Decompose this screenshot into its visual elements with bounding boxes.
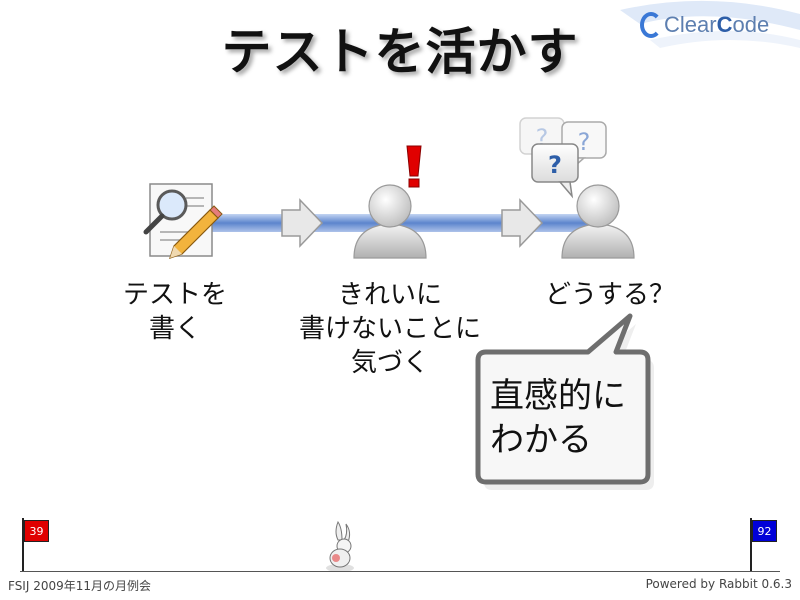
question-mark-3: ? [548,151,562,179]
callout-line2: わかる [490,420,592,460]
rabbit-icon [326,520,354,572]
slide-title: テストを活かす [221,23,579,81]
callout-line1: 直感的に [490,376,626,416]
step2-line2: 書けないことに [298,314,481,344]
logo-text-pre: Clear [664,12,717,37]
step1-label: テストを 書く [100,278,250,346]
end-page-number: 92 [752,520,777,542]
callout-text: 直感的に わかる [490,374,640,462]
flag-pole [22,518,24,571]
step3-line1: どうする？ [544,280,675,310]
step3-label: どうする？ [520,278,700,312]
clearcode-logo: ClearCode [640,4,790,46]
callout-bubble [475,313,654,490]
arrow-right-icon [281,198,324,248]
start-page-number: 39 [24,520,49,542]
logo-text-post: ode [732,12,770,37]
user-icon [353,184,427,259]
footer-line [20,571,780,572]
logo-c-icon [640,12,662,38]
logo-swoosh [620,0,800,48]
question-mark-2: ? [578,128,591,156]
arrow-right-icon [501,198,544,248]
logo-text-strong: C [716,12,733,37]
step2-line3: 気づく [350,348,429,378]
exclamation-icon [406,145,422,188]
question-bubble-icon: ? [531,143,579,199]
footer-powered-by: Powered by Rabbit 0.6.3 [645,577,792,591]
logo-text: ClearCode [664,12,769,38]
flag-pole [750,518,752,571]
step2-line1: きれいに [337,280,442,310]
pencil-icon [169,205,223,259]
footer-event: FSIJ 2009年11月の月例会 [8,579,152,593]
user-icon [561,184,635,259]
step1-line1: テストを [122,280,227,310]
step1-line2: 書く [148,314,201,344]
step2-label: きれいに 書けないことに 気づく [270,278,510,380]
